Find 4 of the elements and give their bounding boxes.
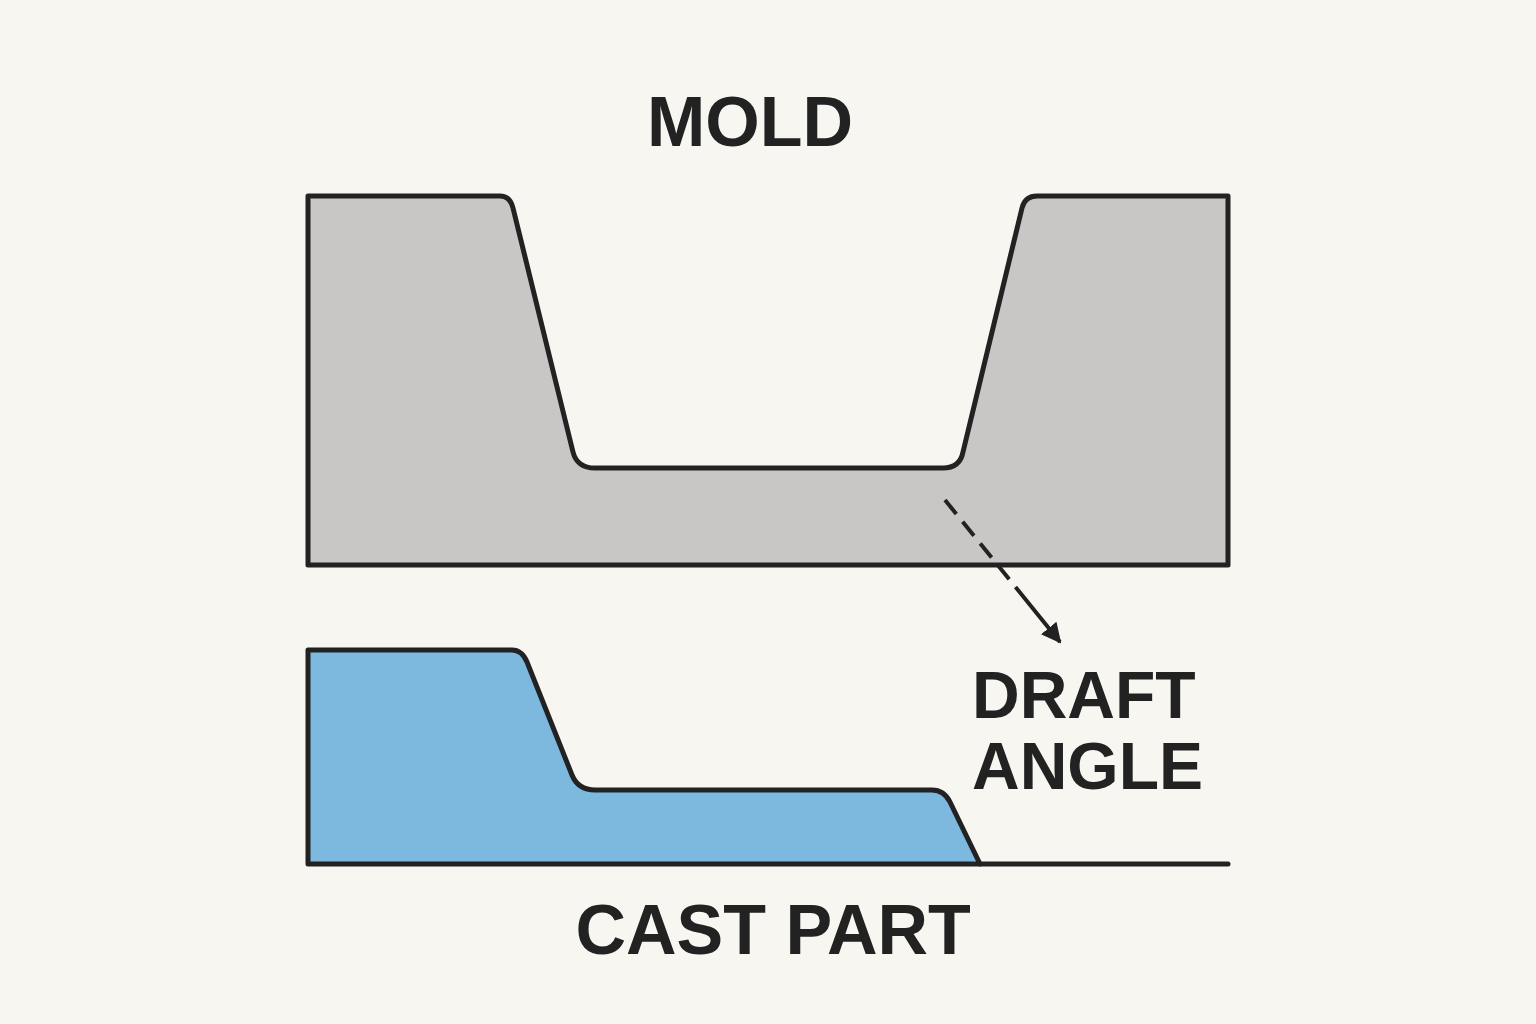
mold-heading: MOLD bbox=[647, 84, 854, 160]
cast-part-label: CAST PART bbox=[575, 892, 971, 968]
draft-angle-label: DRAFT ANGLE bbox=[972, 660, 1204, 802]
leader-arrow bbox=[943, 498, 1062, 644]
